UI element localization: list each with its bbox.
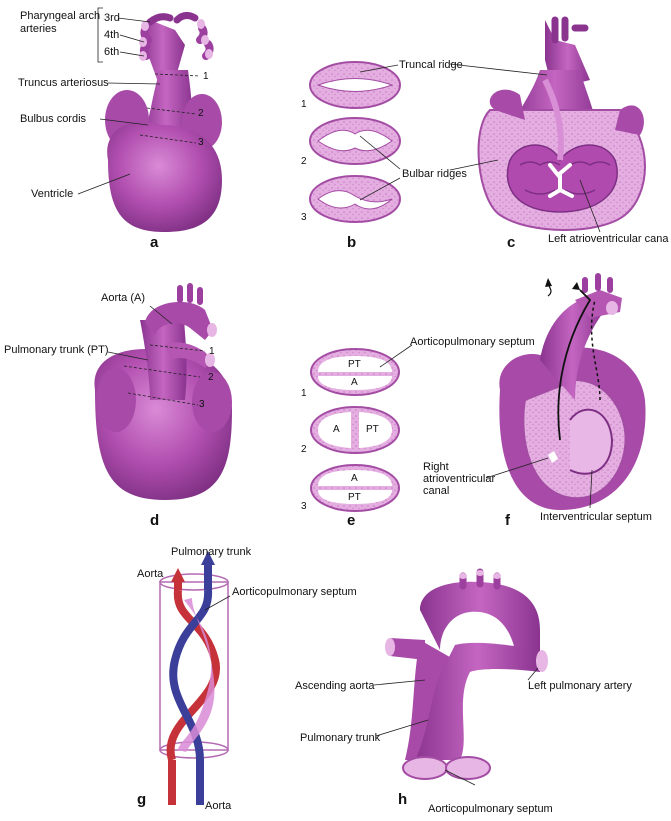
- level-3-label-d: 3: [199, 399, 205, 410]
- pulmonary-trunk-label-h: Pulmonary trunk: [300, 732, 381, 744]
- arch-4th-label: 4th: [104, 29, 120, 41]
- right-av-canal-label-line3: canal: [423, 485, 450, 497]
- left-av-canal-label: Left atrioventricular cana: [548, 233, 669, 245]
- section-2-label-b: 2: [301, 156, 307, 167]
- aorticopulmonary-septum-label-h: Aorticopulmonary septum: [428, 803, 553, 815]
- panel-a-leader-lines: [77, 7, 201, 195]
- section-3-label-e: 3: [301, 501, 307, 512]
- aorta-top-label-g: Aorta: [137, 568, 164, 580]
- section3-a-tag: A: [351, 473, 358, 484]
- section-1-label-e: 1: [301, 388, 307, 399]
- ventricle-label: Ventricle: [31, 188, 74, 200]
- section-2-label-e: 2: [301, 444, 307, 455]
- section3-pt-tag: PT: [348, 492, 361, 503]
- panel-letter-d: d: [150, 512, 160, 529]
- panel-letter-e: e: [347, 512, 356, 529]
- section2-pt-tag: PT: [366, 424, 379, 435]
- right-av-canal-label-line2: atrioventricular: [423, 473, 496, 485]
- truncus-arteriosus-label: Truncus arteriosus: [18, 77, 109, 89]
- panel-h-leader-lines: [373, 667, 539, 786]
- level-2-label-a: 2: [198, 108, 204, 119]
- aorticopulmonary-septum-label-e: Aorticopulmonary septum: [410, 336, 535, 348]
- left-pulmonary-artery-label: Left pulmonary artery: [528, 680, 632, 692]
- arch-6th-label: 6th: [104, 46, 120, 58]
- arch-group-title-line1: Pharyngeal arch: [20, 10, 101, 22]
- bulbar-ridges-label: Bulbar ridges: [402, 168, 467, 180]
- ascending-aorta-label: Ascending aorta: [295, 680, 375, 692]
- level-3-label-a: 3: [198, 137, 204, 148]
- panel-letter-f: f: [505, 512, 510, 529]
- interventricular-septum-label: Interventricular septum: [540, 511, 652, 523]
- panel-b-sections: [309, 61, 401, 223]
- panel-g-spiral-diagram: [159, 551, 229, 805]
- panel-c-heart-section: [477, 16, 646, 231]
- panel-a-heart: [105, 11, 222, 232]
- panel-d-leader-lines: [107, 305, 206, 406]
- arch-group-title-line2: arteries: [20, 23, 57, 35]
- panel-b-leader-lines: [359, 64, 401, 201]
- panel-e-leader-lines: [379, 344, 413, 368]
- panel-letter-b: b: [347, 234, 357, 251]
- panel-letter-a: a: [150, 234, 159, 251]
- section-3-label-b: 3: [301, 212, 307, 223]
- panel-letter-h: h: [398, 791, 408, 808]
- level-1-label-d: 1: [209, 346, 215, 357]
- pulmonary-trunk-label-g: Pulmonary trunk: [171, 546, 252, 558]
- arch-3rd-label: 3rd: [104, 12, 120, 24]
- panel-f-heart-section: [499, 273, 646, 510]
- panel-h-great-arteries: [385, 568, 548, 780]
- panel-f-leader-lines: [485, 457, 593, 509]
- pulmonary-trunk-pt-label: Pulmonary trunk (PT): [4, 344, 109, 356]
- level-2-label-d: 2: [208, 372, 214, 383]
- panel-c-leader-lines: [449, 63, 601, 233]
- section1-pt-tag: PT: [348, 359, 361, 370]
- aorticopulmonary-septum-label-g: Aorticopulmonary septum: [232, 586, 357, 598]
- aorta-bottom-label-g: Aorta: [205, 800, 232, 812]
- truncal-ridge-label: Truncal ridge: [399, 59, 463, 71]
- panel-letter-c: c: [507, 234, 516, 251]
- section1-a-tag: A: [351, 377, 358, 388]
- panel-letter-g: g: [137, 791, 147, 808]
- panel-d-heart: [94, 283, 233, 500]
- panel-e-sections: [310, 348, 400, 512]
- section2-a-tag: A: [333, 424, 340, 435]
- aorta-a-label: Aorta (A): [101, 292, 146, 304]
- bulbus-cordis-label: Bulbus cordis: [20, 113, 87, 125]
- level-1-label-a: 1: [203, 71, 209, 82]
- section-1-label-b: 1: [301, 99, 307, 110]
- panel-g-leader-lines: [204, 595, 231, 611]
- right-av-canal-label-line1: Right: [423, 461, 449, 473]
